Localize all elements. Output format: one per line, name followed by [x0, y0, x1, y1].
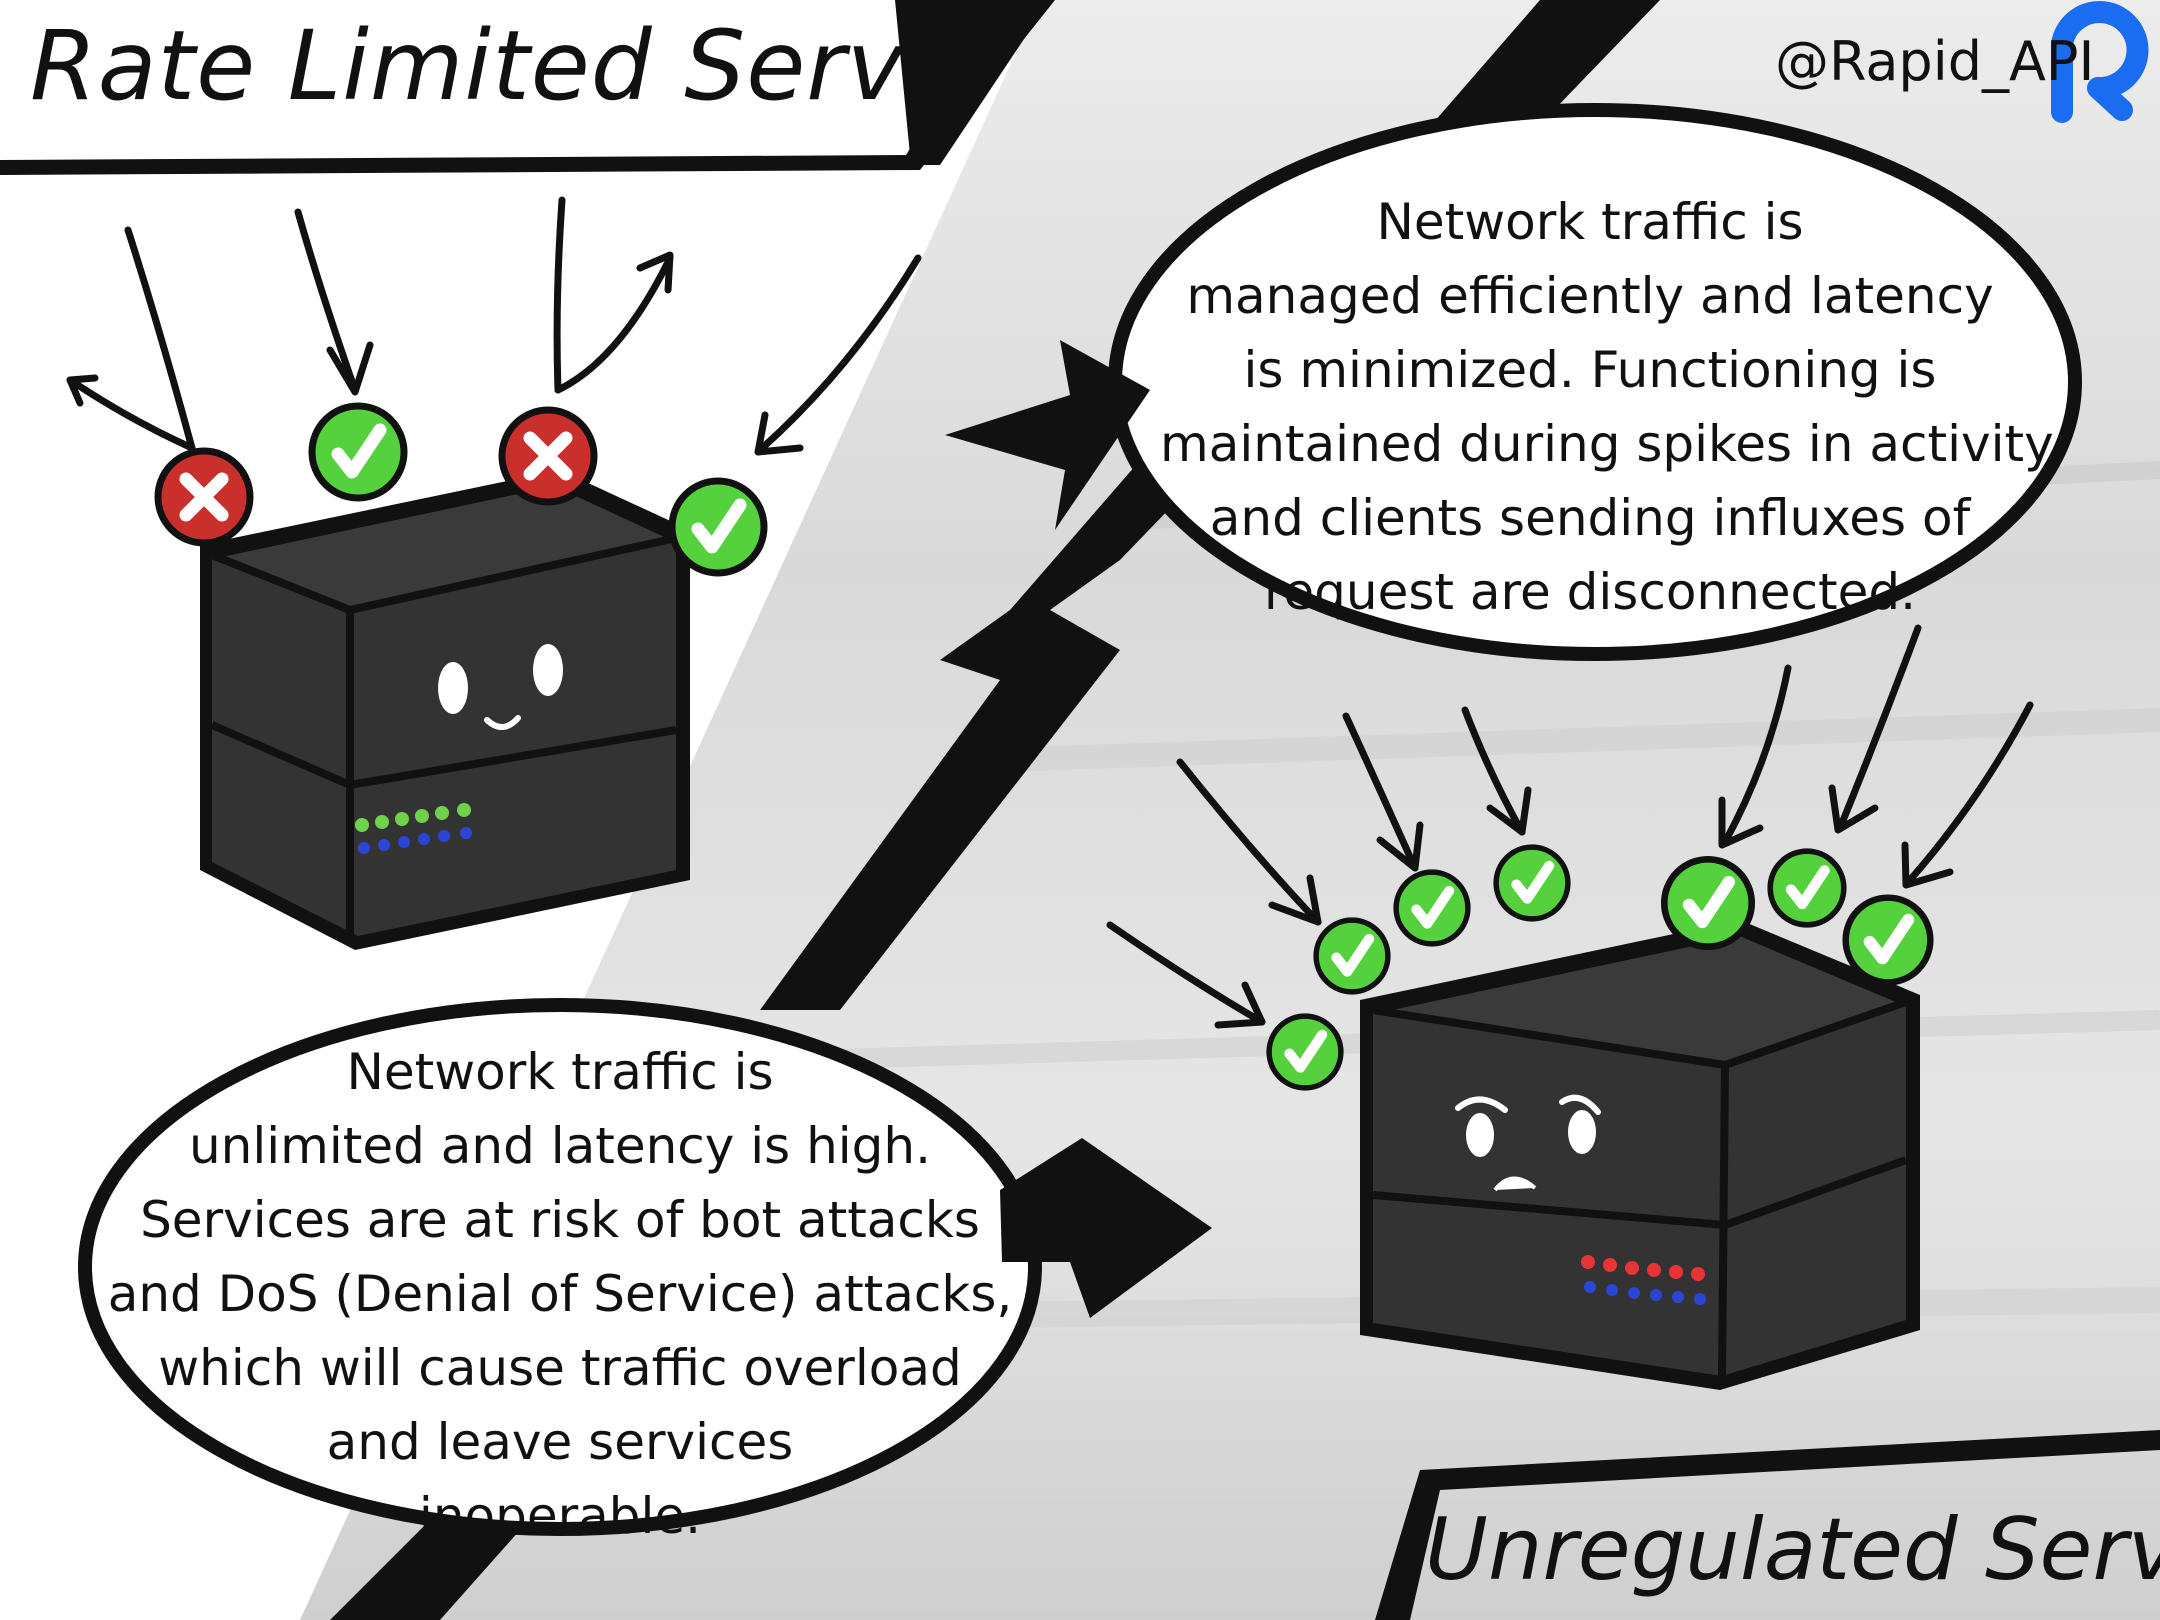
check-icon-right-2 [1316, 920, 1388, 992]
divider-bottom-right [1375, 1430, 2160, 1620]
bubble-line: unlimited and latency is high. [188, 1117, 932, 1175]
bubble-line: Network traffic is [346, 1043, 774, 1101]
x-icon-left-2 [502, 410, 594, 502]
bubble-line: and DoS (Denial of Service) attacks, [107, 1265, 1013, 1323]
server-left-eye-left [438, 662, 468, 714]
bubble-line: maintained during spikes in activity [1160, 415, 2054, 473]
social-handle: @Rapid_API [1775, 30, 2095, 93]
bubble-line: managed efficiently and latency [1186, 267, 1994, 325]
request-arrows-right [1106, 624, 2034, 1029]
bubble-line: request are disconnected. [1263, 563, 1917, 621]
server-left-eye-right [533, 644, 563, 696]
check-icon-right-3 [1396, 872, 1468, 944]
check-icon-right-7 [1846, 898, 1931, 983]
server-right-leds-blue [1584, 1281, 1706, 1305]
arrow-right-icon [1000, 1138, 1212, 1318]
check-icon-right-5 [1664, 859, 1751, 946]
check-icon-right-4 [1496, 847, 1568, 919]
bubble-line: Network traffic is [1376, 193, 1804, 251]
server-unregulated [1360, 920, 1920, 1390]
check-icon-right-6 [1770, 851, 1844, 925]
x-icon-left-1 [158, 451, 250, 543]
bubble-text-rate-limited: Network traffic is managed efficiently a… [1160, 185, 2054, 629]
speech-bubble-unregulated [78, 998, 1042, 1536]
server-right-leds-red [1581, 1255, 1705, 1281]
title-rate-limited-server: Rate Limited Server [30, 10, 1006, 122]
bubble-line: and leave services [326, 1413, 794, 1471]
request-arrows-left [66, 196, 922, 456]
bubble-line: is minimized. Functioning is [1243, 341, 1937, 399]
title-unregulated-server: Unregulated Server [1425, 1500, 2160, 1600]
divider-top-short [900, 0, 1050, 165]
check-icon-left-1 [312, 406, 404, 498]
rapidapi-logo-icon [2051, 1, 2149, 123]
server-left-leds-green [355, 803, 471, 832]
bubble-line: which will cause traffic overload [158, 1339, 962, 1397]
bubble-line: and clients sending influxes of [1209, 489, 1971, 547]
divider-top-left [0, 0, 1055, 175]
server-rate-limited [200, 470, 690, 950]
arrow-left-icon [945, 340, 1150, 530]
server-left-leds-blue [358, 827, 472, 854]
check-icon-left-2 [672, 481, 764, 573]
bubble-line: inoperable. [418, 1487, 702, 1545]
divider-lightning [760, 0, 1660, 1010]
bubble-text-unregulated: Network traffic is unlimited and latency… [100, 1035, 1020, 1553]
check-icon-right-1 [1269, 1016, 1341, 1088]
bubble-line: Services are at risk of bot attacks [140, 1191, 980, 1249]
